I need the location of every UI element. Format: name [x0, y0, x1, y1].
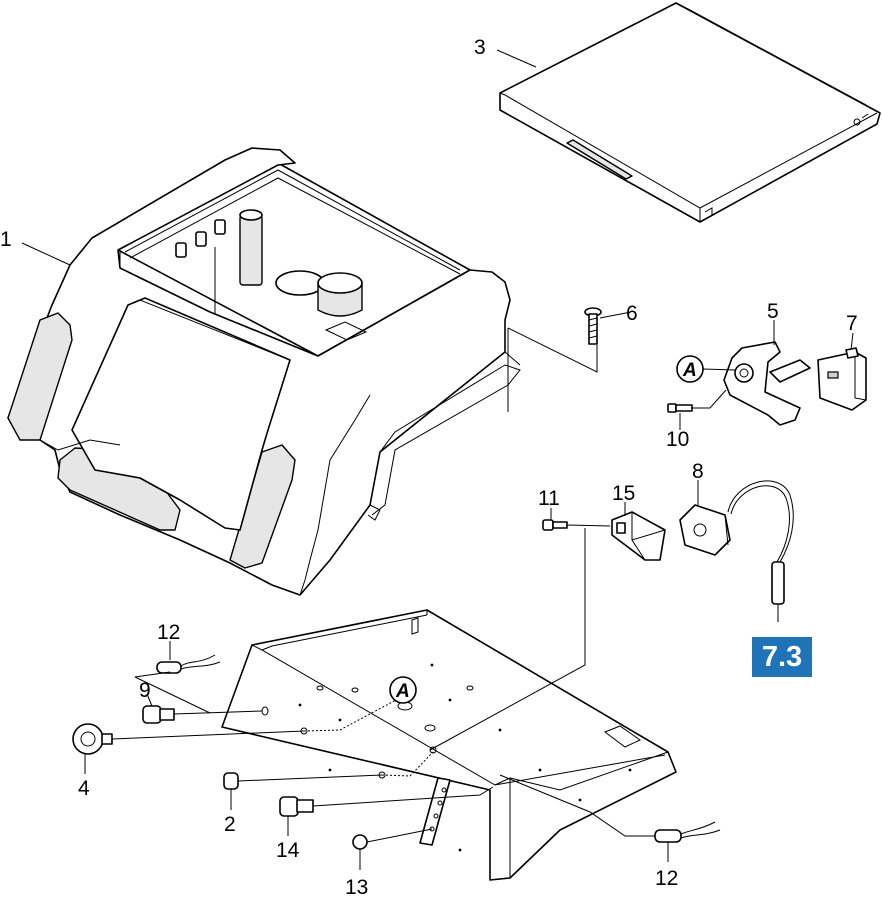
- callout-2: 2: [224, 813, 236, 836]
- callout-1: 1: [0, 228, 12, 251]
- marker-a-upper-label: A: [682, 360, 697, 381]
- screw-part-11: [542, 519, 611, 531]
- callout-7: 7: [846, 312, 858, 335]
- callout-15: 15: [612, 482, 635, 505]
- callout-9: 9: [139, 679, 151, 702]
- reference-badge-bg: [752, 637, 812, 677]
- callout-12-upper: 12: [157, 621, 180, 644]
- callout-5: 5: [767, 300, 779, 323]
- reference-marker-a-upper: A: [676, 355, 736, 383]
- grommet-part-2: [223, 751, 434, 810]
- callout-6: 6: [626, 302, 638, 325]
- connector-part-4: [72, 699, 397, 774]
- callout-12-lower: 12: [655, 867, 678, 890]
- callout-14: 14: [276, 839, 300, 862]
- callout-3: 3: [474, 36, 486, 59]
- sensor-part-8: [679, 480, 794, 622]
- reference-marker-a-lower: A: [389, 676, 417, 704]
- lamp-part-12-lower: [499, 774, 721, 862]
- screw-part-10: [667, 389, 727, 413]
- reference-badge-7-3[interactable]: 7.3: [761, 640, 803, 673]
- lampholder-part-9: [142, 705, 263, 724]
- leader-15-to-base: [429, 528, 586, 751]
- marker-a-lower-label: A: [395, 681, 410, 702]
- lamp-part-12-upper: [134, 654, 221, 714]
- plug-part-13: [352, 828, 433, 870]
- housing-part: [7, 147, 521, 596]
- bracket-part-5: [723, 341, 811, 426]
- cover-plate-part: [499, 2, 881, 223]
- callout-8: 8: [692, 460, 704, 483]
- lampholder-part-14: [279, 786, 494, 836]
- switch-part-7: [817, 347, 867, 411]
- callout-11: 11: [538, 487, 560, 510]
- callout-4: 4: [78, 777, 90, 800]
- screw-part-6: [507, 307, 602, 412]
- callout-13: 13: [345, 876, 368, 899]
- callout-10: 10: [666, 428, 689, 451]
- block-part-15: [611, 511, 666, 561]
- base-plate-part: [221, 609, 677, 881]
